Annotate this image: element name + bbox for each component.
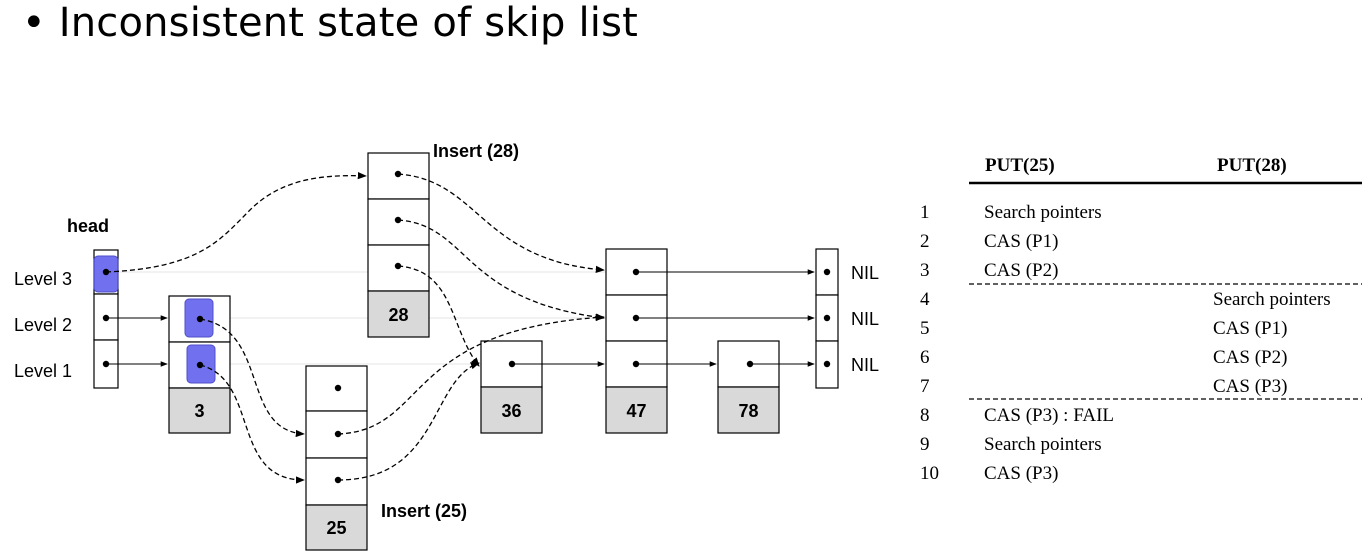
- table-cell-put28: CAS (P1): [1213, 318, 1287, 339]
- tail-node: [815, 248, 839, 389]
- node-47: 47: [605, 248, 668, 434]
- node-28: 28: [367, 152, 430, 338]
- node-47-key: 47: [626, 401, 646, 421]
- solid-pointers: [106, 269, 815, 367]
- table-row-number: 5: [920, 318, 930, 339]
- table-row-number: 3: [920, 260, 930, 281]
- table-cell-put25: CAS (P3) : FAIL: [984, 405, 1114, 426]
- table-row-number: 2: [920, 231, 930, 252]
- table-row-number: 9: [920, 434, 930, 455]
- table-header-put25: PUT(25): [985, 155, 1055, 176]
- level-1-label: Level 1: [14, 361, 72, 381]
- table-cell-put25: CAS (P1): [984, 231, 1058, 252]
- dashed-pointers: [105, 172, 605, 484]
- node-36-key: 36: [501, 401, 521, 421]
- node-3: 3: [168, 295, 231, 434]
- table-cell-put28: CAS (P3): [1213, 376, 1287, 397]
- head-node: [93, 249, 119, 389]
- table-row-number: 10: [920, 463, 939, 484]
- table-cell-put25: CAS (P2): [984, 260, 1058, 281]
- insert-28-label: Insert (28): [433, 141, 519, 161]
- node-28-key: 28: [388, 305, 408, 325]
- nil-label-level-3: NIL: [851, 263, 879, 283]
- node-25: 25: [305, 365, 368, 551]
- table-row-number: 7: [920, 376, 930, 397]
- nil-label-level-2: NIL: [851, 309, 879, 329]
- table-cell-put25: Search pointers: [984, 202, 1102, 223]
- table-header-put28: PUT(28): [1217, 155, 1287, 176]
- table-row-number: 6: [920, 347, 930, 368]
- node-78-key: 78: [738, 401, 758, 421]
- level-3-label: Level 3: [14, 269, 72, 289]
- nil-label-level-1: NIL: [851, 355, 879, 375]
- table-cell-put28: CAS (P2): [1213, 347, 1287, 368]
- table-cell-put25: Search pointers: [984, 434, 1102, 455]
- table-cell-put25: CAS (P3): [984, 463, 1058, 484]
- slide-title: • Inconsistent state of skip list: [22, 0, 638, 46]
- node-25-key: 25: [326, 518, 346, 538]
- table-cell-put28: Search pointers: [1213, 289, 1331, 310]
- node-3-key: 3: [194, 401, 204, 421]
- node-78: 78: [717, 340, 780, 434]
- table-row-number: 4: [920, 289, 930, 310]
- level-2-label: Level 2: [14, 315, 72, 335]
- table-row-number: 1: [920, 202, 930, 223]
- insert-25-label: Insert (25): [381, 501, 467, 521]
- head-label: head: [67, 216, 109, 236]
- node-36: 36: [480, 340, 543, 434]
- table-row-number: 8: [920, 405, 930, 426]
